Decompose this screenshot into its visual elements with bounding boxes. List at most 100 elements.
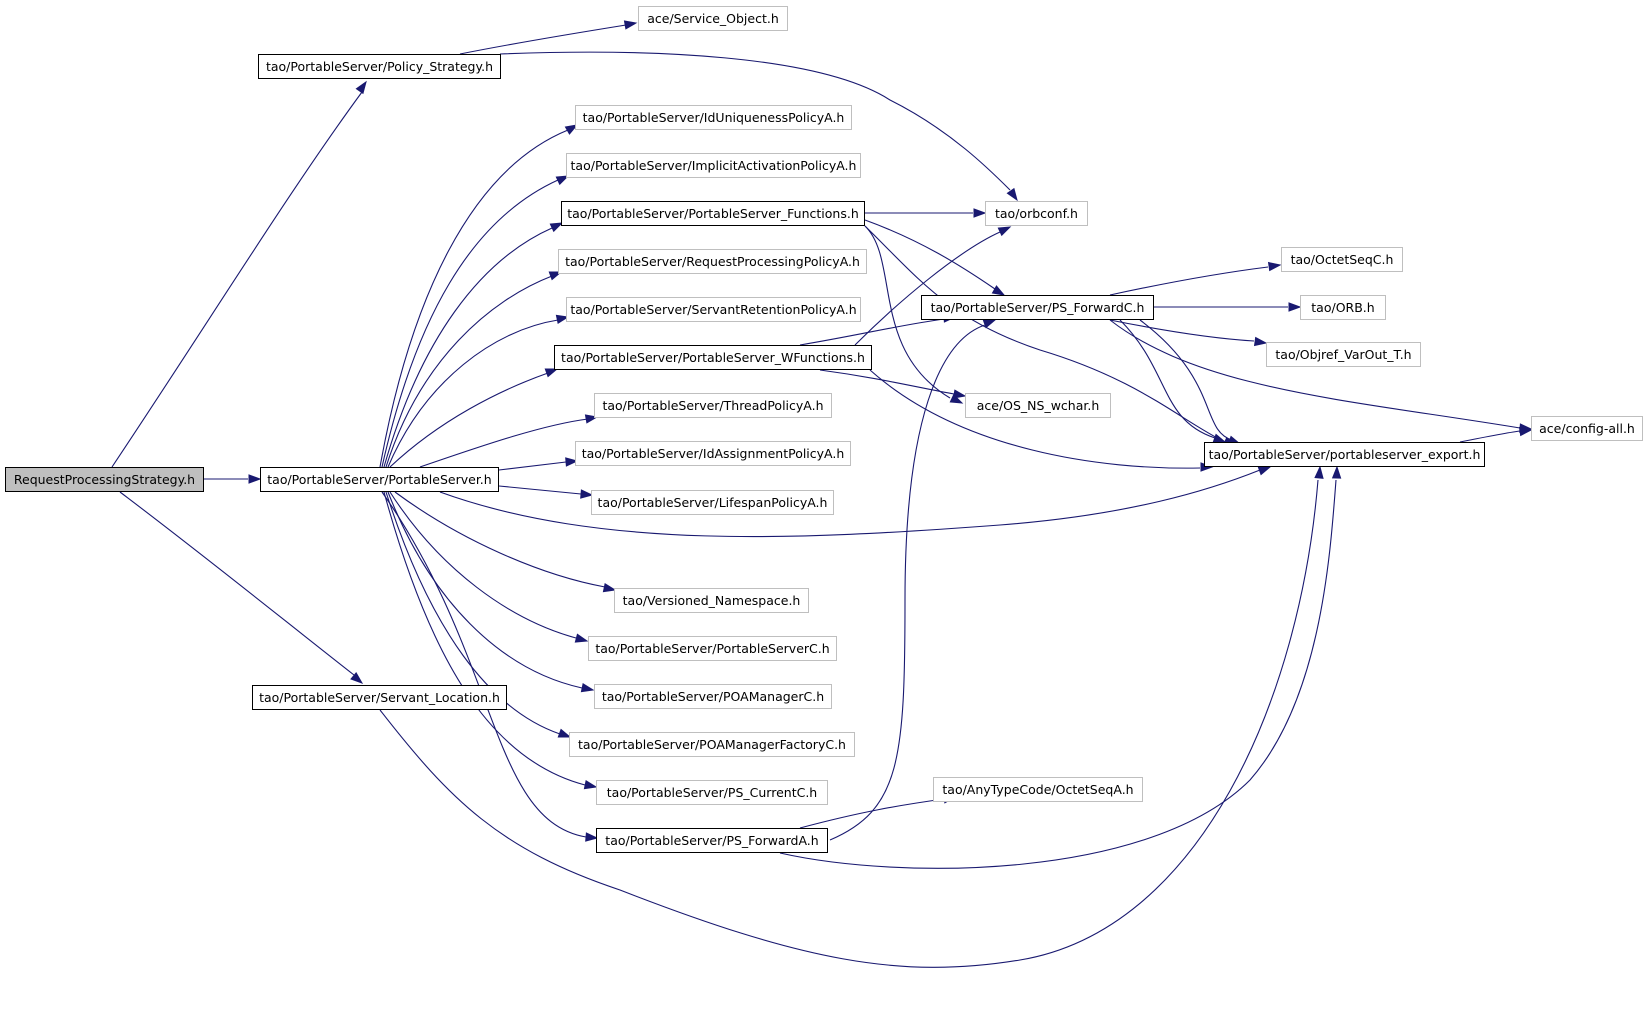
edge-ps-versioned [394,491,606,588]
node-lifespan[interactable]: tao/PortableServer/LifespanPolicyA.h [591,490,834,515]
node-label: tao/PortableServer/PortableServer_Functi… [567,206,859,221]
node-poamanagerc[interactable]: tao/PortableServer/POAManagerC.h [594,684,832,709]
edge-export-config [1459,430,1521,443]
edge-fn-oswchar [864,225,951,399]
edge-wf-orbconf-arrowhead [997,226,1012,237]
edge-wf-export [869,369,1201,469]
node-portableserver[interactable]: tao/PortableServer/PortableServer.h [260,467,499,492]
node-label: tao/PortableServer/portableserver_export… [1208,447,1481,462]
node-label: tao/PortableServer/PS_ForwardA.h [605,833,819,848]
node-ps-currentc[interactable]: tao/PortableServer/PS_CurrentC.h [596,780,828,805]
node-label: tao/PortableServer/Servant_Location.h [259,690,500,705]
edge-root-policy-arrowhead [355,80,367,95]
edge-psfwdc-orb-arrowhead [1288,302,1302,312]
edge-ps-implicit [381,179,559,468]
node-request-processing-strategy[interactable]: RequestProcessingStrategy.h [5,467,204,492]
edge-ps-functions [383,227,553,468]
edge-ps-pscurrent-arrowhead [583,779,598,790]
node-orb[interactable]: tao/ORB.h [1300,295,1386,320]
node-policy-strategy[interactable]: tao/PortableServer/Policy_Strategy.h [258,54,501,79]
edge-ps-lifespan-arrowhead [580,489,594,499]
edge-ps-poamgr [387,491,583,689]
node-implicit-activation[interactable]: tao/PortableServer/ImplicitActivationPol… [566,153,861,178]
node-ps-forwardc[interactable]: tao/PortableServer/PS_ForwardC.h [921,295,1154,320]
node-label: tao/PortableServer/ImplicitActivationPol… [570,158,857,173]
node-os-ns-wchar[interactable]: ace/OS_NS_wchar.h [965,393,1111,418]
node-id-uniqueness[interactable]: tao/PortableServer/IdUniquenessPolicyA.h [575,105,852,130]
edge-root-servant-arrowhead [350,671,364,684]
node-versioned-namespace[interactable]: tao/Versioned_Namespace.h [614,588,809,613]
node-ps-wfunctions[interactable]: tao/PortableServer/PortableServer_WFunct… [554,345,872,370]
edge-psfwdc-objref [1109,319,1255,342]
node-config-all[interactable]: ace/config-all.h [1531,416,1643,441]
node-id-assignment[interactable]: tao/PortableServer/IdAssignmentPolicyA.h [575,441,851,466]
node-portableserverc[interactable]: tao/PortableServer/PortableServerC.h [588,636,837,661]
node-label: tao/PortableServer/PortableServer_WFunct… [561,350,865,365]
edge-ps-functions-arrowhead [549,222,564,233]
node-label: tao/PortableServer/POAManagerFactoryC.h [578,737,846,752]
edge-ps-psc-arrowhead [574,633,589,643]
edge-psfwdc-octetseqc [1109,266,1269,296]
edge-ps-versioned-arrowhead [602,582,617,593]
node-label: tao/AnyTypeCode/OctetSeqA.h [942,782,1134,797]
edge-psfwda-export [779,479,1337,869]
edge-ps-servant-ret [387,319,559,468]
edge-ps-poamgr-arrowhead [580,682,595,693]
node-label: tao/PortableServer/ServantRetentionPolic… [570,302,857,317]
node-label: tao/Objref_VarOut_T.h [1275,347,1412,362]
node-label: tao/PortableServer/ThreadPolicyA.h [602,398,824,413]
edge-wf-oswchar [819,369,955,395]
node-label: tao/PortableServer/Policy_Strategy.h [265,59,494,74]
edge-psfwda-psforwardc [829,324,986,841]
node-objref-varout[interactable]: tao/Objref_VarOut_T.h [1266,342,1421,367]
node-ps-forwarda[interactable]: tao/PortableServer/PS_ForwardA.h [596,828,828,853]
edge-psfwdc-objref-arrowhead [1253,336,1268,347]
edge-ps-thread [419,418,589,468]
edge-psfwdc-export2 [1139,319,1233,441]
node-label: tao/PortableServer/PS_CurrentC.h [606,785,818,800]
node-label: tao/PortableServer/IdAssignmentPolicyA.h [581,446,845,461]
node-label: tao/OctetSeqC.h [1290,252,1394,267]
edge-wf-orbconf [854,231,1001,346]
edge-wf-psforwardc [799,318,945,346]
edge-ps-lifespan [498,485,582,495]
edge-fn-psforwardc-arrowhead [991,285,1006,296]
edge-export-config-arrowhead [1518,426,1533,437]
edge-policy-serviceobj [459,24,627,55]
edge-wf-oswchar-arrowhead [952,389,967,399]
edge-psfwdc-octetseqc-arrowhead [1267,261,1282,272]
edge-policy-orbconf-arrowhead [1006,187,1018,202]
node-label: tao/PortableServer/IdUniquenessPolicyA.h [582,110,845,125]
edge-ps-export [439,469,1261,538]
node-label: tao/PortableServer/PS_ForwardC.h [930,300,1145,315]
node-request-processing[interactable]: tao/PortableServer/RequestProcessingPoli… [558,249,867,274]
edge-psfwdc-export [1119,319,1216,439]
edge-policy-orbconf [499,51,1011,191]
node-poamanagerfactoryc[interactable]: tao/PortableServer/POAManagerFactoryC.h [569,732,855,757]
edge-ps-reqproc [385,275,553,468]
node-octetseqc[interactable]: tao/OctetSeqC.h [1281,247,1403,272]
edge-servant-export-arrowhead [1314,465,1324,479]
edge-root-ps-arrowhead [248,474,262,484]
node-orbconf[interactable]: tao/orbconf.h [985,201,1088,226]
edge-policy-serviceobj-arrowhead [623,20,638,30]
edge-ps-export-arrowhead [1257,466,1272,476]
node-servant-retention[interactable]: tao/PortableServer/ServantRetentionPolic… [566,297,861,322]
edge-ps-idassign-arrowhead [565,457,579,467]
edge-ps-idunique-arrowhead [564,124,579,135]
node-thread-policy[interactable]: tao/PortableServer/ThreadPolicyA.h [594,393,832,418]
node-ps-functions[interactable]: tao/PortableServer/PortableServer_Functi… [561,201,865,226]
node-label: ace/Service_Object.h [647,11,779,26]
node-servant-location[interactable]: tao/PortableServer/Servant_Location.h [252,685,507,710]
node-label: tao/PortableServer/LifespanPolicyA.h [597,495,828,510]
node-octetseqa[interactable]: tao/AnyTypeCode/OctetSeqA.h [933,777,1143,802]
edge-psfwda-octetseqa [799,798,945,829]
node-portableserver-export[interactable]: tao/PortableServer/portableserver_export… [1204,442,1485,467]
edge-ps-wfunctions-arrowhead [544,368,559,378]
node-label: RequestProcessingStrategy.h [13,472,196,487]
edge-fn-psforwardc [864,219,996,290]
edge-psfwda-export-arrowhead [1331,465,1342,479]
edge-ps-servant-ret-arrowhead [555,314,570,325]
node-service-object[interactable]: ace/Service_Object.h [638,6,788,31]
edge-ps-poamgrfac [385,491,561,735]
